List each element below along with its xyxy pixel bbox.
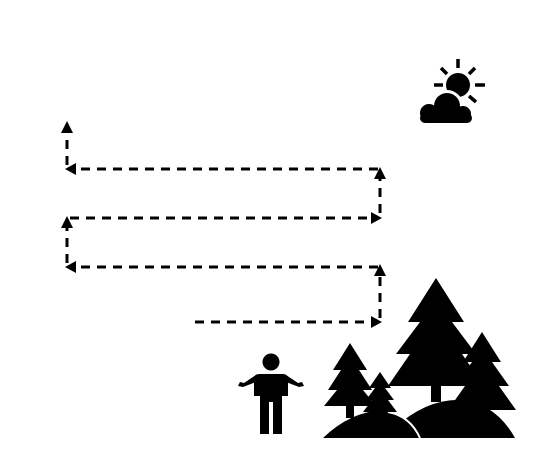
cloud-icon bbox=[417, 90, 474, 125]
tree-left bbox=[324, 343, 376, 418]
person-left-arm bbox=[238, 375, 256, 387]
tree-large-center bbox=[388, 278, 484, 402]
arrow-up-icon bbox=[374, 167, 386, 179]
arrow-up-icon bbox=[374, 264, 386, 276]
arrow-up-icon bbox=[61, 216, 73, 228]
sun-behind-cloud-icon bbox=[417, 59, 485, 125]
dashed-zigzag-path bbox=[65, 132, 382, 324]
hill-highlight bbox=[387, 411, 421, 439]
path-arrowheads bbox=[61, 121, 386, 328]
arrow-left-icon bbox=[65, 261, 76, 273]
sun-rays bbox=[434, 59, 485, 104]
tree-small bbox=[363, 372, 397, 416]
arrow-left-icon bbox=[65, 163, 76, 175]
forest-trees-on-hill-icon bbox=[323, 278, 516, 439]
person-right-arm bbox=[286, 375, 304, 387]
person-head bbox=[262, 353, 280, 371]
hill-left bbox=[323, 410, 418, 438]
arrow-right-icon bbox=[371, 316, 382, 328]
tree-right bbox=[448, 332, 516, 414]
person-shrugging-icon bbox=[238, 353, 304, 434]
arrow-right-icon bbox=[371, 212, 382, 224]
arrow-up-icon bbox=[61, 121, 73, 133]
person-body bbox=[254, 374, 288, 434]
